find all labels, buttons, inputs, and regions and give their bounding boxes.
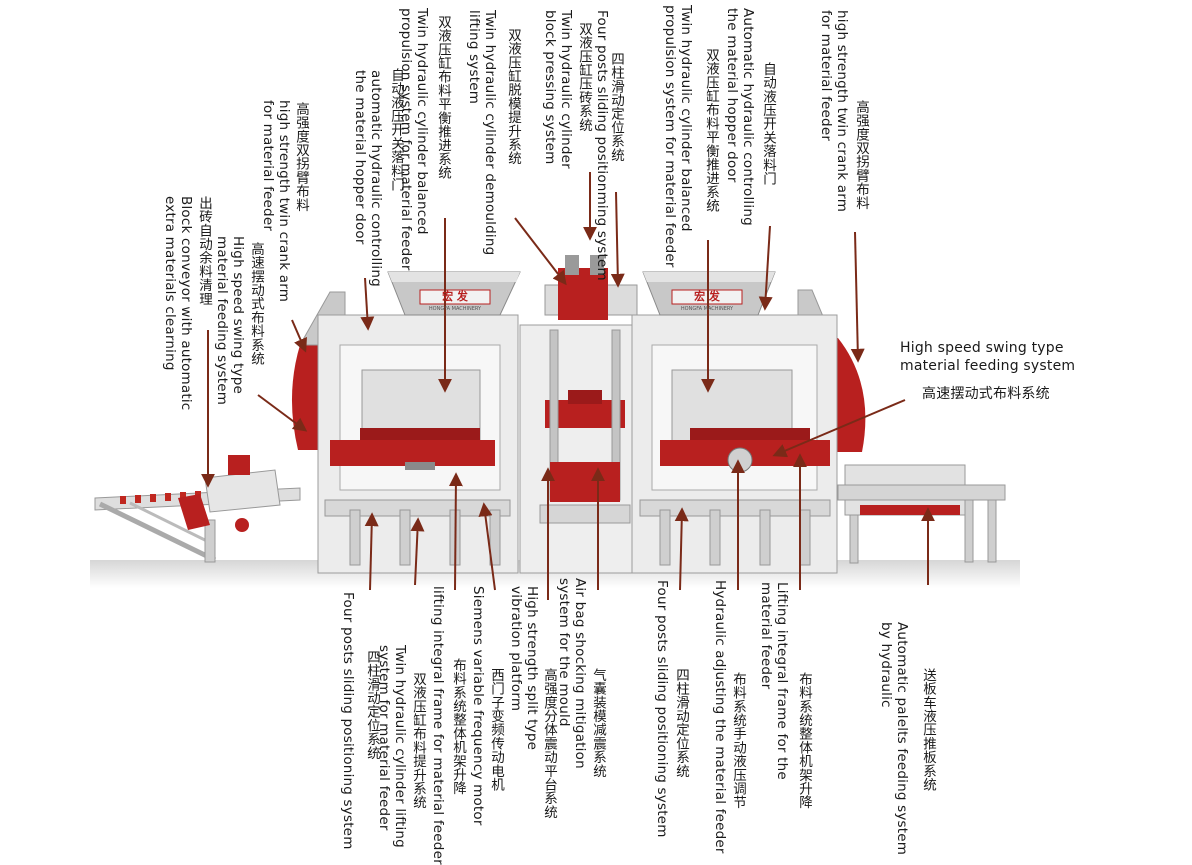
label-top-21: 出砖自动余料清理 bbox=[196, 196, 212, 306]
label-bottom-3: 双液压缸布料提升系统 bbox=[410, 672, 426, 809]
left-frame bbox=[317, 314, 519, 574]
label-top-10: Twin hydraulic cylinder block pressing s… bbox=[542, 10, 574, 169]
label-top-2: 高强度双拐臂布料 bbox=[853, 100, 869, 210]
left-hopper bbox=[387, 271, 521, 316]
label-bottom-9: 高强度分体震动平台系统 bbox=[541, 668, 557, 819]
label-top-7: Four posts sliding positionming system bbox=[594, 10, 610, 281]
brand-left-hopper: 宏 发 bbox=[442, 289, 469, 303]
block-conveyor-left bbox=[94, 455, 301, 563]
label-top-12: Twin hydraulic cylinder demoulding lifti… bbox=[466, 10, 498, 256]
label-top-14: Twin hydraulic cylinder balanced propuls… bbox=[398, 8, 430, 271]
label-bottom-12: Air bag shocking mitigation system for t… bbox=[556, 578, 588, 769]
arrow-top-2 bbox=[758, 225, 773, 311]
arrow-top-10 bbox=[257, 394, 308, 432]
label-top-20: High speed swing type material feeding s… bbox=[214, 236, 246, 406]
label-top-17: 高强度双拐臂布料 bbox=[293, 102, 309, 212]
brand-right-hopper: 宏 发 bbox=[694, 289, 721, 303]
label-bottom-13: 四柱滑动定位系统 bbox=[673, 668, 689, 778]
arrow-bot-1 bbox=[364, 512, 379, 591]
label-bottom-16: Hydraulic adjusting the material feeder bbox=[712, 580, 728, 854]
label-bottom-20: Automatic palelts feeding system by hydr… bbox=[878, 622, 910, 856]
arrow-bot-3 bbox=[448, 472, 463, 591]
label-bottom-1: 四柱滑动定位系统 bbox=[364, 650, 380, 760]
center-press bbox=[519, 255, 638, 574]
label-bottom-17: 布料系统整体机架升降 bbox=[796, 672, 812, 809]
label-top-16: automatic hydraulic controlling the mate… bbox=[352, 70, 384, 287]
label-top-19: 高速摆动式布料系统 bbox=[248, 242, 264, 366]
label-top-4: 自动液压开关落料门 bbox=[760, 62, 776, 186]
arrow-bot-4 bbox=[478, 502, 496, 591]
brand-right-hopper-sub: HONGFA MACHINERY bbox=[681, 306, 734, 312]
label-top-13: 双液压缸布料平衡推进系统 bbox=[435, 15, 451, 180]
label-top-22: Block conveyor with automatic extra mate… bbox=[162, 196, 194, 411]
arrow-bot-7 bbox=[674, 507, 689, 591]
right-frame bbox=[631, 314, 838, 574]
label-top-6: 双液压缸布料平衡推进系统 bbox=[703, 48, 719, 213]
label-top-15: 自动液压开关落料门 bbox=[388, 68, 404, 192]
label-bottom-6: lifting integral frame for material feed… bbox=[430, 586, 446, 865]
label-top-18: high strength twin crank arm for materia… bbox=[260, 100, 292, 303]
label-bottom-10: High strength split type vibration platf… bbox=[508, 586, 540, 751]
arrow-top-8 bbox=[360, 277, 375, 331]
label-right-1: High speed swing type material feeding s… bbox=[900, 340, 1076, 374]
label-top-3: Automatic hydraulic controlling the mate… bbox=[724, 8, 756, 226]
label-right-2: 高速摆动式布料系统 bbox=[922, 386, 1050, 402]
arrow-top-6 bbox=[514, 217, 567, 286]
arrow-top-4 bbox=[610, 191, 625, 288]
label-bottom-2: Four posts sliding positioning system bbox=[340, 592, 356, 850]
label-top-1: high strength twin crank arm for materia… bbox=[818, 10, 850, 213]
label-bottom-14: Four posts sliding positioning system bbox=[654, 580, 670, 838]
arrow-top-9 bbox=[291, 319, 307, 353]
arrow-bot-2 bbox=[410, 517, 425, 586]
label-bottom-15: 布料系统手动液压调节 bbox=[730, 672, 746, 809]
pallet-feeder-right bbox=[837, 464, 1006, 564]
label-bottom-4: Twin hydraulic cylinder lifting system f… bbox=[376, 645, 408, 848]
label-bottom-18: Lifting integral frame for the material … bbox=[758, 582, 790, 780]
callout-arrows bbox=[201, 172, 935, 600]
label-top-11: 双液压缸脱模提升系统 bbox=[505, 28, 521, 165]
brand-left-hopper-sub: HONGFA MACHINERY bbox=[429, 306, 482, 312]
label-bottom-19: 送板车液压推板系统 bbox=[920, 668, 936, 792]
label-bottom-8: Siemens variable frequency motor bbox=[470, 586, 486, 826]
label-bottom-7: 西门子变频传动电机 bbox=[488, 668, 504, 792]
label-top-9: 四柱滑动定位系统 bbox=[608, 52, 624, 162]
label-bottom-11: 气囊装模减震系统 bbox=[590, 668, 606, 778]
arrow-top-1 bbox=[850, 231, 865, 363]
label-top-8: 双液压缸压砖系统 bbox=[576, 22, 592, 132]
arrow-right-1 bbox=[772, 399, 906, 458]
label-bottom-5: 布料系统整体机架升降 bbox=[450, 658, 466, 795]
label-top-5: Twin hydraulic cylinder balanced propuls… bbox=[662, 5, 694, 268]
